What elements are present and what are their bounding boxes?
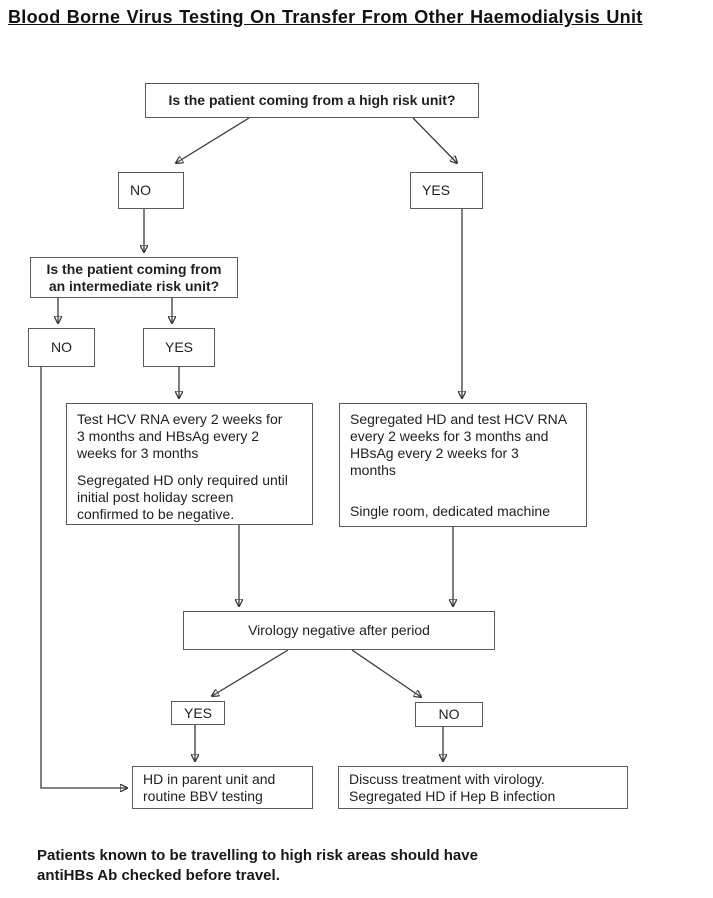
- footnote-line: antiHBs Ab checked before travel.: [37, 867, 280, 884]
- question-high-risk-text: Is the patient coming from a high risk u…: [168, 92, 456, 108]
- node-test-intermediate-protocol: Test HCV RNA every 2 weeks for 3 months …: [66, 403, 313, 525]
- page-title: Blood Borne Virus Testing On Transfer Fr…: [8, 7, 643, 27]
- node-no-intermediate: NO: [28, 328, 95, 367]
- no-label: NO: [130, 182, 151, 198]
- discuss-line: Discuss treatment with virology.: [349, 770, 545, 787]
- node-test-high-protocol: Segregated HD and test HCV RNA every 2 w…: [339, 403, 587, 527]
- connector-q1-to-no1: [176, 117, 250, 163]
- node-virology-negative: Virology negative after period: [183, 611, 495, 650]
- virology-negative-text: Virology negative after period: [248, 622, 430, 638]
- node-question-intermediate-risk: Is the patient coming from an intermedia…: [30, 257, 238, 298]
- node-no-high-risk: NO: [118, 172, 184, 209]
- node-yes-high-risk: YES: [410, 172, 483, 209]
- hd-parent-line: HD in parent unit and: [143, 770, 276, 787]
- node-hd-parent-unit: HD in parent unit and routine BBV testin…: [132, 766, 313, 809]
- footnote-line: Patients known to be travelling to high …: [37, 847, 478, 864]
- node-discuss-virology: Discuss treatment with virology. Segrega…: [338, 766, 628, 809]
- test-intermediate-para2: Segregated HD only required until initia…: [77, 472, 288, 522]
- test-intermediate-para1: Test HCV RNA every 2 weeks for 3 months …: [77, 411, 283, 461]
- connector-q1-to-yes1: [412, 117, 457, 163]
- test-high-para2: Single room, dedicated machine: [350, 503, 551, 519]
- node-yes-virology: YES: [171, 701, 225, 725]
- node-question-high-risk: Is the patient coming from a high risk u…: [145, 83, 479, 118]
- node-no-virology: NO: [415, 702, 483, 727]
- footnote: Patients known to be travelling to high …: [37, 846, 478, 886]
- connector-virology-to-yes3: [212, 649, 289, 696]
- connector-no2-to-hd-parent: [40, 367, 127, 788]
- test-high-para1: Segregated HD and test HCV RNA every 2 w…: [350, 411, 568, 478]
- node-yes-intermediate: YES: [143, 328, 215, 367]
- yes-label: YES: [183, 704, 212, 721]
- yes-label: YES: [422, 182, 451, 198]
- question-intermediate-line: Is the patient coming from: [46, 260, 222, 277]
- connector-virology-to-no3: [351, 649, 421, 697]
- yes-label: YES: [164, 339, 193, 355]
- hd-parent-line: routine BBV testing: [143, 787, 263, 804]
- no-label: NO: [438, 706, 460, 722]
- discuss-line: Segregated HD if Hep B infection: [349, 787, 556, 804]
- no-label: NO: [51, 339, 72, 355]
- question-intermediate-line: an intermediate risk unit?: [48, 277, 220, 294]
